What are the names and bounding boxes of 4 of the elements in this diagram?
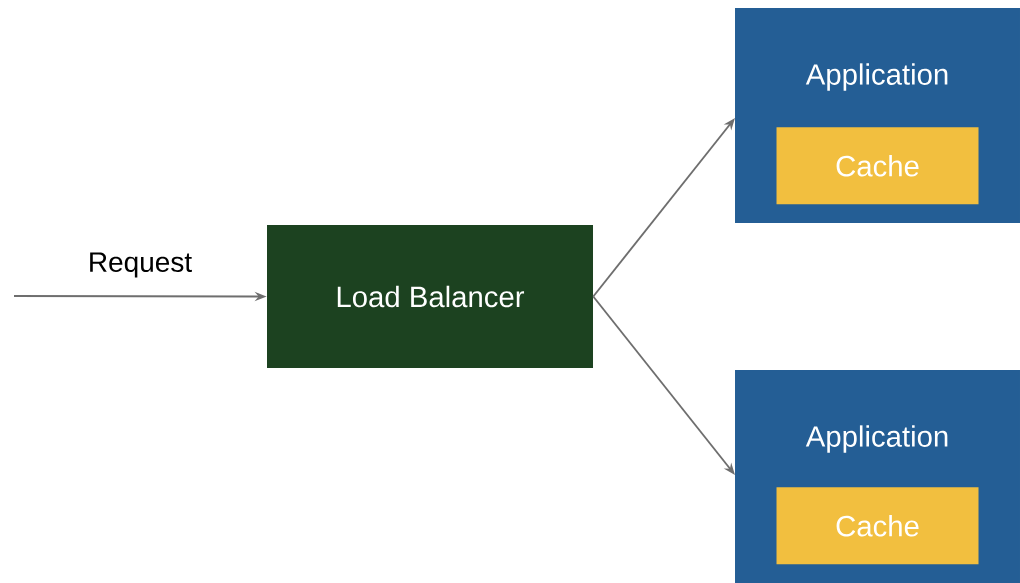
process-box: Load Balancer (267, 225, 593, 368)
cache-box: Cache (776, 127, 979, 205)
cache-box: Cache (776, 487, 979, 565)
edge-label: Request (90, 252, 192, 278)
